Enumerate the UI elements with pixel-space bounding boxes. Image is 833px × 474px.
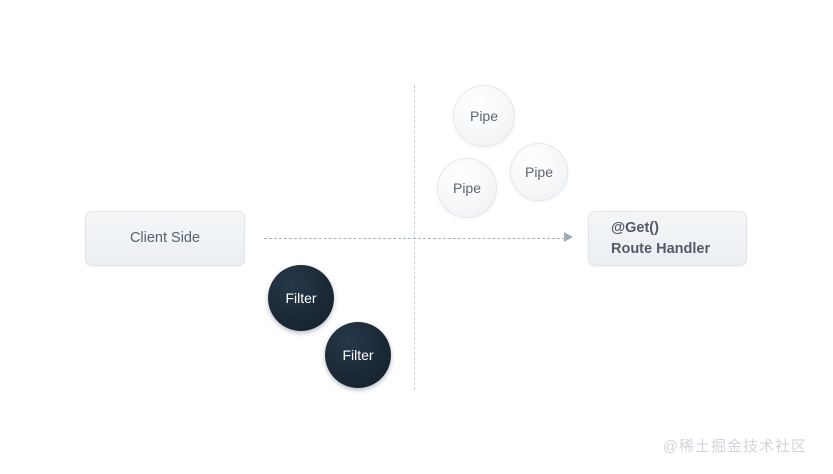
filter-circle-upper: Filter	[268, 265, 334, 331]
route-handler-box: @Get() Route Handler	[588, 211, 747, 266]
filter-label: Filter	[285, 290, 317, 306]
pipe-circle-top: Pipe	[453, 85, 515, 147]
watermark-text: @稀土掘金技术社区	[662, 438, 807, 455]
client-side-box: Client Side	[85, 211, 245, 266]
filter-circle-lower: Filter	[325, 322, 391, 388]
pipe-label: Pipe	[524, 164, 554, 180]
vertical-dashed-divider	[414, 85, 415, 390]
client-side-label: Client Side	[129, 230, 201, 247]
route-handler-decorator-label: @Get()	[611, 219, 659, 236]
pipe-label: Pipe	[452, 180, 482, 196]
pipe-circle-right: Pipe	[510, 143, 568, 201]
route-handler-title-label: Route Handler	[611, 240, 711, 257]
request-flow-dashed-line	[264, 238, 570, 239]
pipe-circle-left: Pipe	[437, 158, 497, 218]
arrow-head-icon	[564, 232, 573, 242]
pipe-label: Pipe	[469, 108, 499, 124]
filter-label: Filter	[342, 347, 374, 363]
